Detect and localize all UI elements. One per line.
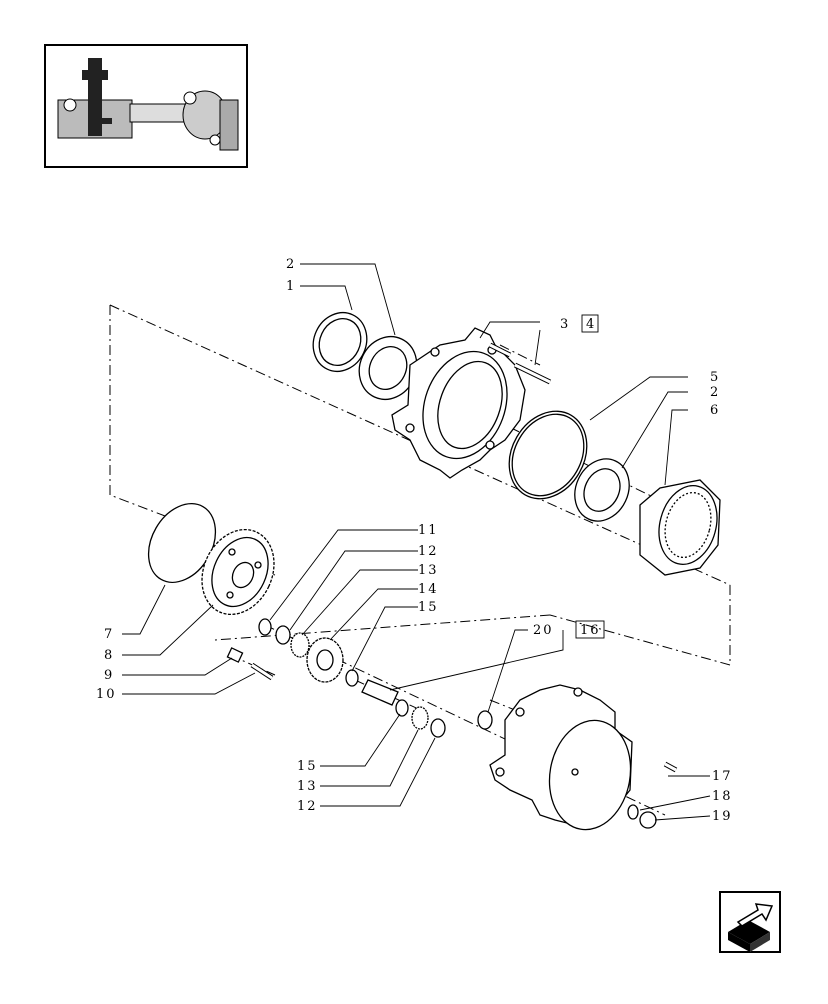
part-14-planet-gear[interactable]: [306, 637, 344, 683]
part-11-washer[interactable]: [258, 618, 272, 636]
part-15-washer-lower[interactable]: [395, 699, 409, 717]
part-12-washer[interactable]: [275, 625, 291, 645]
callout-4: 4: [586, 317, 596, 332]
callout-20: 20: [533, 623, 554, 638]
callout-15: 15: [418, 600, 439, 615]
callout-17: 17: [712, 769, 733, 784]
callout-4-box: [581, 314, 599, 333]
callout-12-lower: 12: [297, 799, 318, 814]
callout-13-lower: 13: [297, 779, 318, 794]
part-18-seal[interactable]: [627, 804, 639, 820]
part-12-washer-lower[interactable]: [430, 718, 446, 738]
part-2-bearing-outer[interactable]: [565, 450, 639, 530]
part-2-bearing[interactable]: [349, 327, 427, 409]
callout-15-lower: 15: [297, 759, 318, 774]
callout-2: 2: [286, 257, 296, 272]
next-page-arrow-icon[interactable]: [719, 891, 781, 953]
part-5-o-ring[interactable]: [494, 397, 602, 513]
callout-3: 3: [560, 317, 570, 332]
callout-13: 13: [418, 563, 439, 578]
callout-9: 9: [104, 668, 114, 683]
leader-lines: [122, 263, 711, 821]
callout-11: 11: [418, 523, 439, 538]
callout-19: 19: [712, 809, 733, 824]
part-3-pin[interactable]: [488, 342, 552, 385]
part-13-gear[interactable]: [290, 632, 310, 658]
part-20-washer[interactable]: [477, 710, 493, 730]
callout-8: 8: [104, 648, 114, 663]
part-15-washer[interactable]: [345, 669, 359, 687]
callout-18: 18: [712, 789, 733, 804]
callout-5: 5: [710, 370, 720, 385]
part-17-screw[interactable]: [663, 761, 678, 773]
callout-12: 12: [418, 544, 439, 559]
part-6-ring-gear[interactable]: [639, 479, 725, 576]
hub-housing[interactable]: [489, 684, 639, 836]
callout-10: 10: [96, 687, 117, 702]
part-16-shaft[interactable]: [361, 679, 399, 706]
callout-2-right: 2: [710, 385, 720, 400]
axle-assembly-thumbnail-icon[interactable]: [44, 44, 248, 168]
callout-16-box: [575, 620, 605, 639]
part-19-plug[interactable]: [639, 811, 657, 829]
hub-carrier[interactable]: [391, 327, 526, 479]
callout-16: 16: [580, 623, 601, 638]
callout-7: 7: [104, 627, 114, 642]
part-8-gear-carrier[interactable]: [189, 518, 288, 626]
part-1-snap-ring[interactable]: [304, 304, 376, 380]
callout-labels: 2 1 3 4 5 2 6 7 8 9 10 11 12 13 14 15 20…: [96, 257, 733, 824]
part-10-bolt[interactable]: [250, 662, 274, 681]
part-13-gear-lower[interactable]: [411, 706, 429, 730]
callout-14: 14: [418, 582, 439, 597]
callout-1: 1: [286, 279, 296, 294]
callout-6: 6: [710, 403, 720, 418]
